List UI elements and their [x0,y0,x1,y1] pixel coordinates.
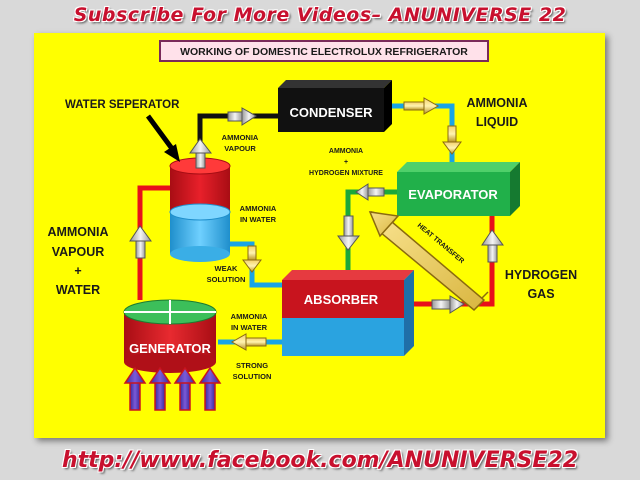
hydrogen-gas-label: HYDROGEN GAS [505,268,577,301]
generator: GENERATOR [123,299,217,373]
heat-input-arrows [123,366,222,411]
heat-arrow-4 [198,366,222,411]
flow-arrow-generator-up [129,225,152,259]
flow-arrow-hydrogen-up [481,229,504,263]
flow-arrow-weak-solution [242,245,262,273]
facebook-url-banner: http://www.facebook.com/ANUNIVERSE22 [61,448,579,473]
svg-text:IN WATER: IN WATER [240,215,277,224]
svg-text:VAPOUR: VAPOUR [52,245,105,259]
svg-text:HYDROGEN MIXTURE: HYDROGEN MIXTURE [309,170,383,177]
ammonia-in-water-generator-label: AMMONIA IN WATER [231,312,268,332]
absorber-label: ABSORBER [304,292,379,307]
svg-text:AMMONIA: AMMONIA [47,225,108,239]
flow-arrow-from-condenser [403,97,440,115]
diagram-title: WORKING OF DOMESTIC ELECTROLUX REFRIGERA… [180,46,468,58]
svg-text:+: + [74,264,81,278]
svg-text:HYDROGEN: HYDROGEN [505,268,577,282]
flow-arrow-to-condenser [227,107,257,126]
svg-text:IN WATER: IN WATER [231,323,268,332]
water-separator-label: WATER SEPERATOR [65,99,180,111]
flow-arrow-to-evaporator [442,125,462,155]
svg-text:LIQUID: LIQUID [476,115,518,129]
svg-text:SOLUTION: SOLUTION [233,372,272,381]
ammonia-hydrogen-mixture-label: AMMONIA + HYDROGEN MIXTURE [309,148,383,177]
svg-text:AMMONIA: AMMONIA [231,312,268,321]
heat-arrow-3 [173,366,197,411]
condenser: CONDENSER [278,80,392,132]
ammonia-vapour-water-label: AMMONIA VAPOUR + WATER [47,225,108,297]
svg-text:WEAK: WEAK [215,264,238,273]
evaporator: EVAPORATOR [397,162,520,216]
absorber: ABSORBER [282,270,414,356]
weak-solution-label: WEAK SOLUTION [207,264,246,284]
flow-arrows [129,97,504,351]
heat-arrow-1 [123,366,147,411]
separator-pointer-arrow [145,114,180,162]
svg-text:AMMONIA: AMMONIA [222,133,259,142]
pipe-condenser-to-evaporator [390,103,455,163]
ammonia-liquid-label: AMMONIA LIQUID [466,96,527,129]
title-box [159,40,489,62]
svg-text:WATER: WATER [56,283,100,297]
svg-text:SOLUTION: SOLUTION [207,275,246,284]
heat-arrow-2 [148,366,172,411]
flow-arrow-separator-up [189,138,213,169]
generator-label: GENERATOR [129,341,211,356]
svg-text:GAS: GAS [527,287,554,301]
flow-arrow-to-absorber [337,215,361,251]
ammonia-vapour-top-label: AMMONIA VAPOUR [222,133,259,153]
svg-text:AMMONIA: AMMONIA [466,96,527,110]
flow-arrow-strong-solution [230,333,267,351]
water-separator [169,157,231,262]
svg-text:VAPOUR: VAPOUR [224,144,256,153]
subscribe-banner: Subscribe For More Videos– ANUNIVERSE 22 [73,4,567,26]
ammonia-in-water-separator-label: AMMONIA IN WATER [240,204,277,224]
evaporator-label: EVAPORATOR [408,187,498,202]
flow-arrow-evaporator-left [355,183,385,201]
svg-text:STRONG: STRONG [236,361,268,370]
strong-solution-label: STRONG SOLUTION [233,361,272,381]
condenser-label: CONDENSER [289,105,373,120]
svg-text:+: + [344,159,348,166]
svg-text:AMMONIA: AMMONIA [329,148,363,155]
flow-arrow-absorber-right [431,295,465,314]
svg-text:AMMONIA: AMMONIA [240,204,277,213]
pipe-generator-to-separator [137,185,175,300]
